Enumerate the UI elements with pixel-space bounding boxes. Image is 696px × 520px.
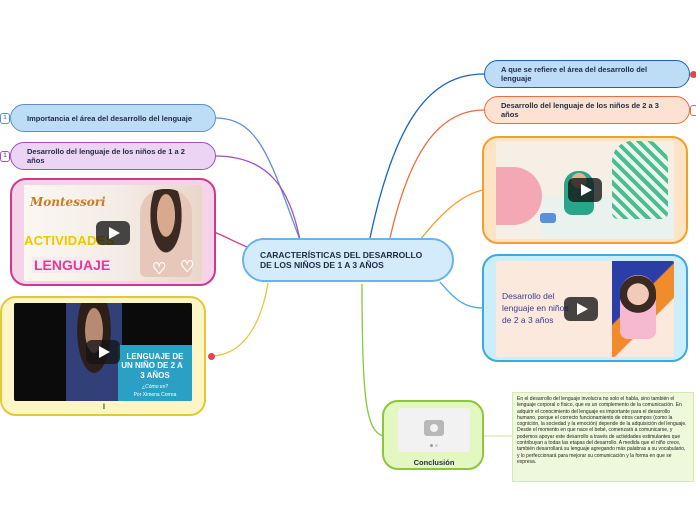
note-tag[interactable]: 1 bbox=[0, 113, 10, 124]
play-icon[interactable] bbox=[86, 340, 120, 364]
heart-icon: ♡ bbox=[180, 259, 195, 276]
video-bebe-toy bbox=[540, 213, 556, 223]
topic-desarrollo-1-2[interactable]: Desarrollo del lenguaje de los niños de … bbox=[10, 142, 216, 170]
heart-icon: ♡ bbox=[152, 261, 167, 278]
note-tag[interactable] bbox=[690, 105, 696, 116]
topic-conclusion[interactable]: Conclusión bbox=[382, 400, 484, 470]
topic-a-que-label: A que se refiere el área del desarrollo … bbox=[501, 65, 648, 83]
conclusion-note[interactable]: En el desarrollo del lenguaje involucra … bbox=[512, 392, 694, 482]
video-montessori-thumbnail[interactable]: Montessori ACTIVIDADES LENGUAJE ♡ ♡ bbox=[24, 185, 202, 281]
video-bebe-adult bbox=[612, 141, 668, 219]
link-video-bebe bbox=[419, 189, 484, 241]
video-montessori-card[interactable]: Montessori ACTIVIDADES LENGUAJE ♡ ♡ bbox=[10, 178, 216, 286]
video-bebe-card[interactable] bbox=[482, 136, 688, 244]
play-icon[interactable] bbox=[564, 297, 598, 321]
link-video-nina bbox=[439, 281, 484, 309]
play-icon[interactable] bbox=[568, 178, 602, 202]
conclusion-note-text: En el desarrollo del lenguaje involucra … bbox=[517, 396, 687, 465]
topic-desarrollo-2-3-label: Desarrollo del lenguaje de los niños de … bbox=[501, 101, 659, 119]
video-nina-card[interactable]: Desarrollo del lenguaje en niños de 2 a … bbox=[482, 254, 688, 362]
link-importancia bbox=[214, 117, 301, 241]
camera-icon bbox=[424, 420, 444, 436]
video-lenguaje-thumbnail[interactable]: LENGUAJE DE UN NIÑO DE 2 A 3 AÑOS ¿Cómo … bbox=[14, 303, 192, 401]
video-nina-line3: de 2 a 3 años bbox=[502, 315, 554, 325]
link-video-lenguaje bbox=[209, 282, 269, 357]
topic-desarrollo-1-2-label: Desarrollo del lenguaje de los niños de … bbox=[27, 147, 185, 165]
video-bebe-thumbnail[interactable] bbox=[496, 141, 674, 239]
video-lenguaje-line1: LENGUAJE DE bbox=[126, 352, 184, 361]
video-lenguaje-line2: UN NIÑO DE 2 A bbox=[121, 361, 183, 370]
image-placeholder-icon bbox=[398, 408, 470, 452]
link-desarrollo-1-2 bbox=[214, 155, 301, 241]
video-bebe-pink-shape bbox=[496, 167, 542, 225]
montessori-actividades: ACTIVIDADES bbox=[24, 233, 115, 248]
topic-desarrollo-2-3[interactable]: Desarrollo del lenguaje de los niños de … bbox=[484, 96, 690, 124]
central-topic-text: CARACTERÍSTICAS DEL DESARROLLO DE LOS NI… bbox=[260, 250, 423, 270]
video-nina-line2: lenguaje en niños bbox=[502, 303, 569, 313]
connector-dot bbox=[690, 71, 696, 78]
play-icon[interactable] bbox=[96, 221, 130, 245]
note-tag[interactable]: 1 bbox=[0, 151, 10, 162]
video-nina-thumbnail[interactable]: Desarrollo del lenguaje en niños de 2 a … bbox=[496, 261, 674, 357]
montessori-lenguaje: LENGUAJE bbox=[32, 257, 113, 273]
topic-conclusion-label: Conclusión bbox=[413, 458, 455, 467]
presenter-figure bbox=[140, 189, 192, 277]
video-lenguaje-line5: Por Ximena Correa bbox=[133, 392, 177, 398]
video-lenguaje-caption: l bbox=[103, 404, 105, 411]
topic-importancia[interactable]: Importancia el área del desarrollo del l… bbox=[10, 104, 216, 132]
link-a-que bbox=[369, 73, 485, 239]
central-topic[interactable]: CARACTERÍSTICAS DEL DESARROLLO DE LOS NI… bbox=[242, 238, 454, 282]
topic-importancia-label: Importancia el área del desarrollo del l… bbox=[27, 113, 193, 123]
video-lenguaje-panel bbox=[118, 345, 192, 401]
video-lenguaje-line4: ¿Cómo es? bbox=[142, 384, 168, 390]
video-lenguaje-card[interactable]: LENGUAJE DE UN NIÑO DE 2 A 3 AÑOS ¿Cómo … bbox=[0, 296, 206, 416]
video-lenguaje-line3: 3 AÑOS bbox=[140, 371, 170, 380]
link-desarrollo-2-3 bbox=[389, 109, 485, 239]
video-nina-child bbox=[620, 275, 656, 339]
montessori-title: Montessori bbox=[30, 195, 106, 209]
connector-dot bbox=[208, 353, 215, 360]
link-conclusion bbox=[361, 283, 384, 437]
video-nina-line1: Desarrollo del bbox=[502, 291, 555, 301]
topic-a-que-se-refiere[interactable]: A que se refiere el área del desarrollo … bbox=[484, 60, 690, 88]
